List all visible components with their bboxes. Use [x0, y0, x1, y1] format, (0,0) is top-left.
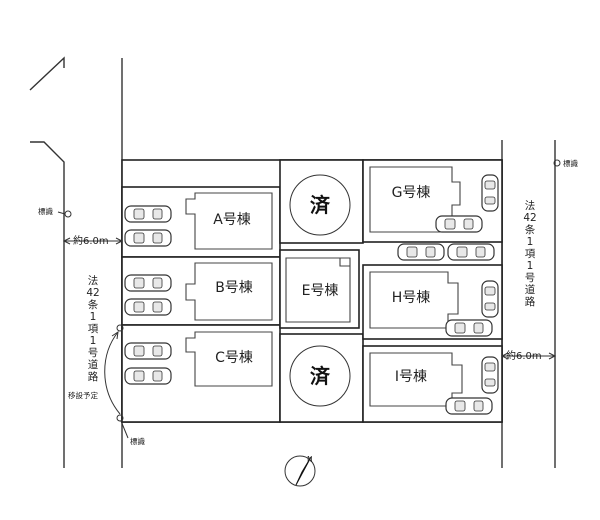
- pole-left-upper: [64, 210, 72, 218]
- svg-text:項: 項: [88, 323, 99, 335]
- left-road-width: 約6.0m: [73, 234, 109, 247]
- lot-label-E: E号棟: [302, 283, 339, 299]
- pole-label-right-upper: 標識: [563, 158, 578, 168]
- pole-left-lower: [116, 414, 124, 422]
- lot-sold-lower: [279, 333, 364, 423]
- left-road-designation: 法 42 条 1 項 1 号 道 路: [86, 274, 99, 383]
- sold-mark-circle-lower: [289, 345, 351, 407]
- car-G-2: [435, 215, 483, 233]
- car-G-1: [481, 174, 499, 212]
- house-outline-B: [185, 262, 273, 321]
- pole-right-upper: [553, 159, 561, 167]
- pole-label-left-lower: 標識: [130, 436, 145, 446]
- svg-text:1: 1: [90, 335, 97, 347]
- house-outline-I: [369, 352, 463, 407]
- svg-text:条: 条: [525, 223, 536, 236]
- lot-sold-upper: [279, 159, 364, 244]
- svg-text:1: 1: [527, 236, 534, 248]
- svg-text:路: 路: [88, 370, 99, 383]
- relocation-note: 移設予定: [68, 390, 98, 400]
- pole-left-middle: [116, 324, 124, 332]
- car-B-2: [124, 298, 172, 316]
- car-I-1: [481, 356, 499, 394]
- house-outline-C: [185, 331, 273, 387]
- svg-text:1: 1: [527, 260, 534, 272]
- svg-text:項: 項: [525, 248, 536, 260]
- right-road-designation: 法 42 条 1 項 1 号 道 路: [523, 199, 536, 308]
- car-C-1: [124, 342, 172, 360]
- svg-text:1: 1: [90, 311, 97, 323]
- lot-label-I: I号棟: [395, 369, 427, 385]
- svg-text:条: 条: [88, 298, 99, 311]
- svg-text:42: 42: [523, 212, 536, 224]
- car-C-2: [124, 367, 172, 385]
- svg-text:法: 法: [88, 274, 99, 287]
- svg-text:号: 号: [88, 347, 99, 359]
- lot-label-B: B号棟: [215, 280, 253, 296]
- car-G-4: [447, 243, 495, 261]
- lot-label-C: C号棟: [215, 350, 253, 366]
- car-B-1: [124, 274, 172, 292]
- corner-road-upper: [29, 56, 65, 91]
- house-outline-G: [369, 166, 461, 233]
- svg-text:法: 法: [525, 199, 536, 212]
- corner-road-lower: [30, 141, 65, 468]
- compass-letter: N: [307, 455, 313, 464]
- house-outline-A: [185, 192, 273, 250]
- right-road-width: 約6.0m: [506, 349, 542, 362]
- sold-mark-upper: 済: [310, 193, 331, 217]
- svg-text:路: 路: [525, 295, 536, 308]
- pole-label-left-upper: 標識: [38, 206, 53, 216]
- lot-label-G: G号棟: [392, 185, 431, 201]
- svg-text:42: 42: [86, 287, 99, 299]
- sold-mark-lower: 済: [310, 364, 331, 388]
- relocation-arrow: [104, 331, 121, 415]
- sold-mark-circle-upper: [289, 174, 351, 236]
- car-H-2: [445, 319, 493, 337]
- car-A-2: [124, 229, 172, 247]
- house-outline-E: [285, 257, 351, 323]
- lot-label-A: A号棟: [213, 212, 251, 228]
- house-outline-H: [369, 271, 459, 329]
- svg-text:号: 号: [525, 272, 536, 284]
- svg-text:道: 道: [88, 358, 99, 371]
- car-G-3: [397, 243, 445, 261]
- svg-text:道: 道: [525, 283, 536, 296]
- compass-arrow: [295, 456, 312, 486]
- car-A-1: [124, 205, 172, 223]
- car-I-2: [445, 397, 493, 415]
- lot-label-H: H号棟: [392, 290, 431, 306]
- car-H-1: [481, 280, 499, 318]
- compass-circle: [284, 455, 316, 487]
